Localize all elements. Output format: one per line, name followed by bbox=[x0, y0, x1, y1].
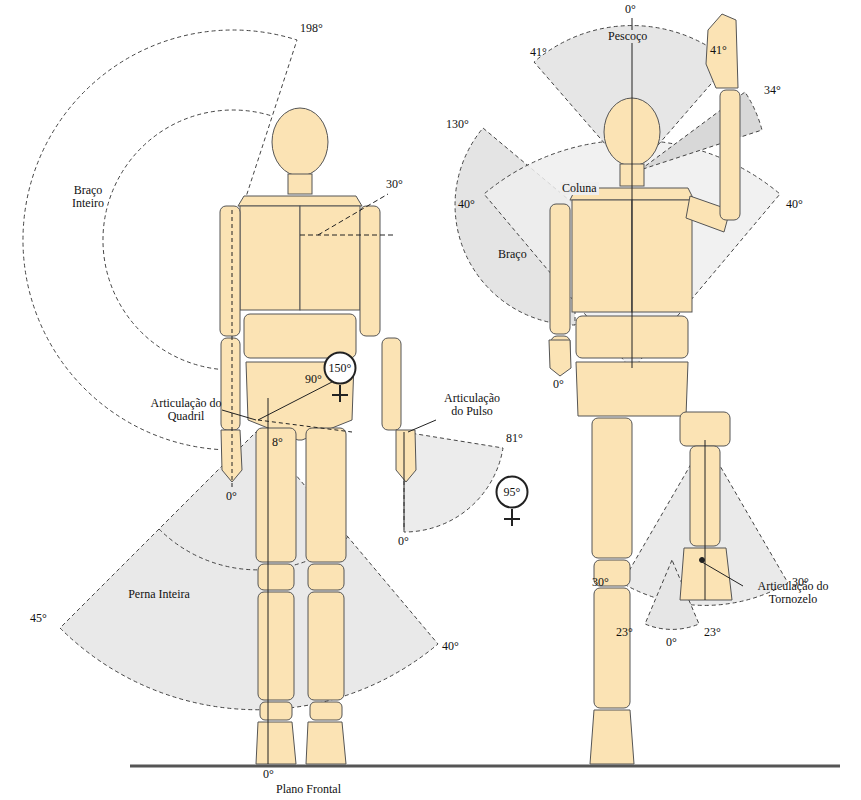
female-symbol: 95° bbox=[495, 475, 529, 509]
figure-part bbox=[232, 210, 233, 488]
figure-part bbox=[705, 440, 706, 600]
figure-part bbox=[306, 428, 346, 562]
figure-part bbox=[590, 710, 634, 764]
figure-part bbox=[632, 18, 633, 368]
angle-label: 0° bbox=[263, 768, 274, 781]
angle-label: 81° bbox=[506, 432, 523, 445]
angle-label: 198° bbox=[300, 22, 323, 35]
angle-label: 0° bbox=[625, 3, 636, 16]
part-label: Coluna bbox=[560, 182, 599, 195]
figure-part bbox=[332, 394, 348, 396]
figure-part bbox=[404, 432, 405, 530]
figure-part bbox=[700, 558, 705, 563]
figure-part bbox=[702, 562, 743, 586]
figure-part bbox=[258, 592, 294, 700]
figure-part bbox=[258, 564, 294, 590]
figure-part bbox=[504, 518, 520, 520]
figure-part bbox=[576, 362, 688, 416]
figure-part bbox=[308, 592, 344, 700]
figure-part bbox=[382, 338, 401, 430]
angle-label: 41° bbox=[530, 46, 547, 59]
figure-part bbox=[306, 722, 346, 764]
figure-part bbox=[339, 385, 341, 402]
figure-part bbox=[511, 509, 513, 526]
figure-part bbox=[238, 196, 362, 206]
angle-label: 8° bbox=[272, 436, 283, 449]
angle-value: 95° bbox=[495, 485, 529, 500]
figure-part bbox=[550, 204, 570, 334]
figure-part bbox=[256, 722, 296, 764]
figure-part bbox=[396, 430, 416, 482]
figure-part bbox=[300, 235, 395, 236]
figure-part bbox=[268, 398, 269, 764]
figure-part bbox=[300, 206, 360, 310]
angle-label: 23° bbox=[616, 626, 633, 639]
figure-part bbox=[258, 420, 352, 432]
figure-part bbox=[220, 14, 740, 764]
part-label: Articulação do Pulso bbox=[437, 392, 507, 418]
figure-part bbox=[240, 206, 300, 310]
figure-part bbox=[23, 26, 788, 710]
angle-label: 45° bbox=[30, 612, 47, 625]
angle-label: 0° bbox=[553, 378, 564, 391]
angle-label: 0° bbox=[226, 490, 237, 503]
angle-label: 40° bbox=[786, 198, 803, 211]
angle-label: 40° bbox=[458, 198, 475, 211]
figure-part bbox=[221, 338, 240, 430]
figure-part bbox=[706, 14, 738, 88]
figure-part bbox=[632, 200, 692, 312]
angle-label: 41° bbox=[710, 44, 727, 57]
part-label: Articulação do Quadril bbox=[150, 397, 222, 423]
part-label: Braço bbox=[498, 248, 527, 261]
figure-part bbox=[720, 90, 740, 220]
figure-part bbox=[308, 564, 344, 590]
figure-part bbox=[130, 765, 840, 768]
angle-label: 23° bbox=[704, 626, 721, 639]
part-label: Plano Frontal bbox=[276, 783, 341, 796]
figure-part bbox=[272, 108, 328, 176]
figure-part bbox=[220, 206, 240, 336]
part-label: Perna Inteira bbox=[128, 588, 190, 601]
angle-value: 150° bbox=[323, 361, 357, 376]
figure-part bbox=[310, 702, 342, 720]
figure-part bbox=[130, 18, 840, 766]
angle-label: 30° bbox=[386, 178, 403, 191]
figure-part bbox=[60, 430, 438, 710]
figure-part bbox=[592, 418, 632, 558]
part-label: Pescoço bbox=[606, 30, 649, 43]
figure-part bbox=[680, 548, 732, 600]
figure-part bbox=[572, 200, 632, 312]
figure-part bbox=[594, 588, 630, 708]
figure-part bbox=[260, 702, 292, 720]
angle-label: 0° bbox=[666, 636, 677, 649]
figure-part bbox=[288, 174, 312, 194]
figure-part bbox=[222, 410, 256, 420]
figure-part bbox=[256, 428, 296, 562]
angle-label: 30° bbox=[592, 576, 609, 589]
figure-part bbox=[258, 382, 332, 420]
figure-part bbox=[360, 206, 380, 336]
figure-part bbox=[549, 340, 571, 376]
figure-part bbox=[408, 420, 436, 432]
figure-part bbox=[318, 194, 388, 235]
angle-label: 40° bbox=[442, 640, 459, 653]
part-label: Braço Inteiro bbox=[58, 184, 118, 210]
figure-part bbox=[404, 432, 503, 532]
female-symbol: 150° bbox=[323, 351, 357, 385]
angle-label: 34° bbox=[764, 84, 781, 97]
part-label: Articulação do Tornozelo bbox=[745, 580, 841, 606]
angle-label: 0° bbox=[398, 535, 409, 548]
angle-label: 130° bbox=[446, 118, 469, 131]
figure-part bbox=[244, 314, 356, 358]
angle-label: 90° bbox=[305, 373, 322, 386]
